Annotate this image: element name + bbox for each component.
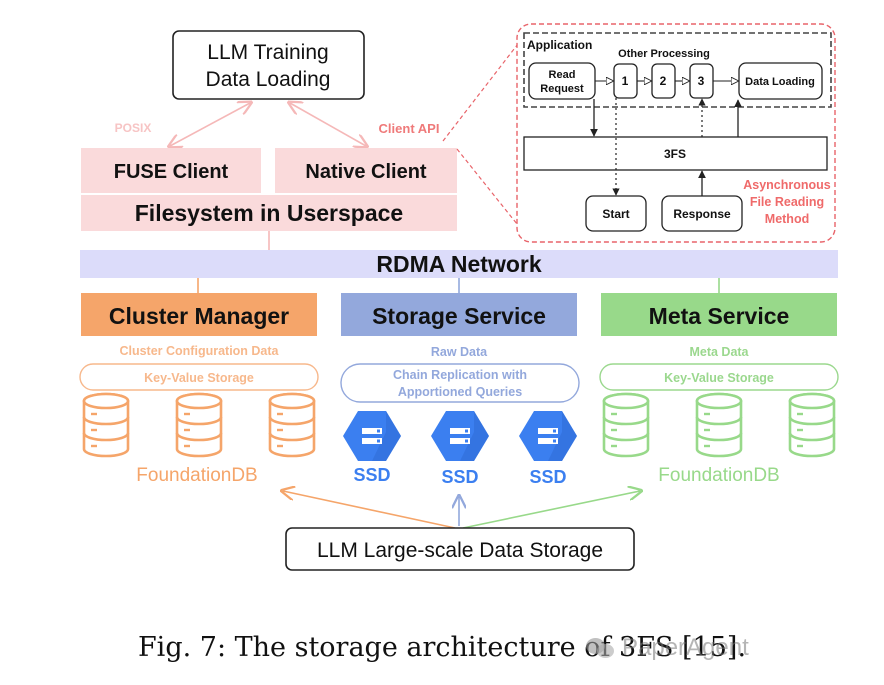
response-label: Response (673, 207, 731, 221)
meta-foundationdb-label: FoundationDB (658, 465, 779, 486)
native-client-box (275, 148, 457, 193)
figure-caption: Fig. 7: The storage architecture of 3FS … (137, 632, 747, 663)
rdma-network-bar (80, 250, 838, 278)
start-label: Start (602, 207, 629, 221)
zoom-line-top (442, 39, 522, 142)
meta-kv-storage-label: Key-Value Storage (664, 371, 774, 385)
meta-service-box (601, 293, 837, 336)
read-request-line2: Request (540, 83, 584, 95)
ssd-icon-3 (519, 411, 577, 461)
llm-training-line1: LLM Training (207, 41, 328, 64)
other-processing-label: Other Processing (618, 48, 710, 60)
data-loading-box (738, 62, 823, 100)
step-1-label: 1 (622, 74, 629, 88)
start-box (585, 195, 647, 232)
application-label: Application (527, 38, 592, 52)
cluster-kv-storage-label: Key-Value Storage (144, 371, 254, 385)
ssd-icon-1 (343, 411, 401, 461)
meta-db-icon-1 (602, 392, 650, 458)
fuse-client-box (81, 148, 261, 193)
meta-db-icon-2 (695, 392, 743, 458)
posix-arrow (170, 103, 250, 146)
meta-data-label: Meta Data (689, 345, 749, 359)
chain-replication-pill (340, 363, 580, 403)
meta-service-title: Meta Service (649, 303, 790, 329)
llm-training-line2: Data Loading (206, 68, 331, 91)
read-request-line1: Read (549, 69, 576, 81)
data-loading-label: Data Loading (745, 76, 815, 88)
cluster-kv-storage-pill (79, 363, 319, 391)
chain-replication-line2: Apportioned Queries (398, 385, 522, 399)
meta-db-icon-3 (788, 392, 836, 458)
rdma-network-label: RDMA Network (376, 251, 541, 277)
meta-kv-storage-pill (599, 363, 839, 391)
watermark-text: PaperAgent (622, 634, 749, 661)
bottom-storage-box (285, 527, 635, 571)
cluster-manager-box (81, 293, 317, 336)
client-api-label: Client API (379, 121, 440, 136)
fs3-box (523, 136, 828, 171)
response-box (661, 195, 743, 232)
method-line3: Method (765, 212, 809, 226)
filesystem-userspace-box (81, 195, 457, 231)
ssd-label-3: SSD (529, 467, 566, 487)
method-line2: File Reading (750, 195, 824, 209)
bottom-to-meta-arrow (462, 491, 640, 529)
ssd-label-1: SSD (353, 465, 390, 485)
fs3-label: 3FS (664, 147, 686, 161)
zoom-line-bottom (456, 148, 522, 230)
ssd-icon-2 (431, 411, 489, 461)
bottom-storage-label: LLM Large-scale Data Storage (317, 539, 603, 562)
client-api-arrow (290, 103, 366, 146)
cluster-db-icon-1 (82, 392, 130, 458)
cluster-manager-title: Cluster Manager (109, 303, 289, 329)
storage-service-title: Storage Service (372, 303, 546, 329)
wechat-icon (586, 636, 616, 660)
cluster-db-icon-3 (268, 392, 316, 458)
method-line1: Asynchronous (743, 178, 831, 192)
cluster-db-icon-2 (175, 392, 223, 458)
application-box (523, 32, 832, 108)
ssd-label-2: SSD (441, 467, 478, 487)
chain-replication-line1: Chain Replication with (393, 368, 527, 382)
posix-label: POSIX (115, 121, 152, 135)
native-client-label: Native Client (305, 161, 426, 183)
storage-service-box (341, 293, 577, 336)
llm-training-box (172, 30, 365, 100)
cluster-foundationdb-label: FoundationDB (136, 465, 257, 486)
raw-data-label: Raw Data (431, 345, 488, 359)
step-3-label: 3 (698, 74, 705, 88)
bottom-to-cluster-arrow (283, 491, 456, 529)
watermark: PaperAgent (586, 634, 749, 662)
filesystem-userspace-label: Filesystem in Userspace (135, 200, 403, 226)
step-2-label: 2 (660, 74, 667, 88)
fuse-client-label: FUSE Client (114, 161, 229, 183)
cluster-config-data: Cluster Configuration Data (119, 344, 279, 358)
